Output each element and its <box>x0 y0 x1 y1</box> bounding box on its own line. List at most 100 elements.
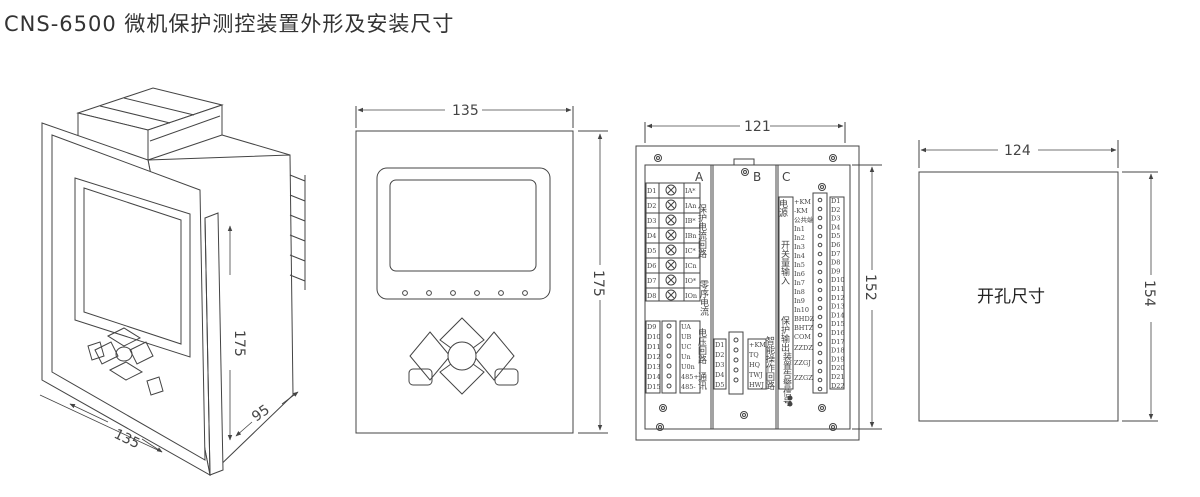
terminal-label: In5 <box>794 261 805 269</box>
terminal-label: D5 <box>647 247 656 255</box>
terminal-label: D11 <box>831 285 844 293</box>
terminal-label: +KM <box>749 341 766 349</box>
group-power: 电源 <box>777 198 788 218</box>
group-current-circuit: 保护电流回路 <box>696 203 707 259</box>
terminal-label: D1 <box>647 187 656 195</box>
terminal-label: IA* <box>685 187 696 195</box>
front-lcd-screen <box>389 179 537 272</box>
terminal-label: D13 <box>647 363 660 371</box>
terminal-label: D6 <box>831 241 840 249</box>
terminal-label: UA <box>681 323 691 331</box>
slot-c-connector <box>778 192 845 407</box>
terminal-label: ZZDZ <box>794 344 813 352</box>
terminal-label: In3 <box>794 243 805 251</box>
cutout-view <box>918 140 1158 422</box>
front-keypad <box>408 317 519 395</box>
slot-a-connector-lower <box>645 320 701 394</box>
terminal-label: HQ <box>749 361 760 369</box>
terminal-label: In10 <box>794 306 809 314</box>
slot-a-terminal-upper <box>645 182 701 302</box>
terminal-label: D4 <box>831 223 840 231</box>
rear-view <box>635 122 882 441</box>
terminal-label: D10 <box>647 333 660 341</box>
terminal-label: D3 <box>647 217 656 225</box>
rear-width-dim: 121 <box>744 119 771 135</box>
rear-height-dim: 152 <box>862 274 878 301</box>
slot-c-right-labels: D1 D2 D3 D4 D5 D6 D7 D8 D9 D10 D11 D12 D… <box>831 197 844 390</box>
terminal-label: ZZGZ <box>794 374 813 382</box>
terminal-label: IB* <box>685 217 696 225</box>
group-digital-input: 开关量输入 <box>779 240 790 285</box>
front-width-dim: 135 <box>452 103 479 119</box>
terminal-label: IBn <box>685 232 697 240</box>
terminal-label: D14 <box>647 373 660 381</box>
terminal-label: D5 <box>715 381 724 389</box>
terminal-label: D11 <box>647 343 660 351</box>
terminal-label: IOn <box>685 292 697 300</box>
terminal-label: D5 <box>831 232 840 240</box>
key-right <box>473 331 515 381</box>
terminal-label: D22 <box>831 382 844 390</box>
terminal-label: D18 <box>831 347 844 355</box>
terminal-label: In2 <box>794 234 805 242</box>
page-title: CNS-6500 微机保护测控装置外形及安装尺寸 <box>4 12 455 36</box>
terminal-label: D15 <box>831 320 844 328</box>
terminal-label: BHTZ <box>794 324 814 332</box>
terminal-label: D2 <box>647 202 656 210</box>
terminal-label: In9 <box>794 297 805 305</box>
cutout-width-dim: 124 <box>1004 143 1031 159</box>
terminal-label: D3 <box>715 361 724 369</box>
group-protection-output: 保护输出 <box>779 315 790 353</box>
isometric-view <box>41 87 306 476</box>
terminal-label: Un <box>681 353 691 361</box>
terminal-label: In6 <box>794 270 805 278</box>
terminal-label: D6 <box>647 262 656 270</box>
terminal-label: D1 <box>715 341 724 349</box>
rear-dimensions <box>646 123 875 428</box>
slot-b-connector <box>713 331 767 395</box>
heat-fins <box>289 174 306 290</box>
iso-height-dim: 175 <box>231 330 247 357</box>
terminal-label: D8 <box>831 259 840 267</box>
cutout-label: 开孔尺寸 <box>977 287 1045 307</box>
group-zero-sequence: 零序电流 <box>698 280 709 317</box>
key-reset <box>494 368 519 386</box>
terminal-label: IC* <box>685 247 697 255</box>
terminal-label: D17 <box>831 338 844 346</box>
terminal-label: IO* <box>685 277 697 285</box>
terminal-label: D13 <box>831 303 844 311</box>
terminal-label: D4 <box>715 371 724 379</box>
terminal-label: 485- <box>681 383 696 391</box>
terminal-label: D9 <box>647 323 656 331</box>
terminal-label: 485+ <box>681 373 699 381</box>
slot-a-right-lower-labels: UA UB UC Un U0n 485+ 485- <box>681 323 699 391</box>
iso-lcd <box>74 177 191 358</box>
key-left <box>409 331 451 381</box>
terminal-label: D15 <box>647 383 660 391</box>
terminal-label: UB <box>681 333 691 341</box>
group-voltage-circuit: 电压回路 <box>696 327 707 365</box>
key-esc <box>408 368 433 386</box>
slot-a-right-upper-labels: IA* IAn IB* IBn IC* ICn IO* IOn <box>685 187 697 300</box>
terminal-label: D3 <box>831 215 840 223</box>
terminal-label: TQ <box>749 351 759 359</box>
terminal-label: 公共端 <box>794 215 814 224</box>
iso-dimensions <box>39 225 299 453</box>
terminal-label: HWJ <box>749 381 764 389</box>
front-height-dim: 175 <box>590 270 606 297</box>
indicator-leds <box>402 290 528 296</box>
key-enter <box>447 341 477 371</box>
terminal-label: In8 <box>794 288 805 296</box>
terminal-label: UC <box>681 343 691 351</box>
terminal-label: IAn <box>685 202 696 210</box>
terminal-label: ICn <box>685 262 697 270</box>
terminal-label: D21 <box>831 373 844 381</box>
terminal-label: U0n <box>681 363 695 371</box>
terminal-label: D1 <box>831 197 840 205</box>
front-view <box>355 106 608 434</box>
terminal-label: D7 <box>831 250 840 258</box>
terminal-screws-a <box>665 184 677 301</box>
terminal-label: ZZGJ <box>794 359 811 367</box>
terminal-label: +KM <box>794 198 811 206</box>
